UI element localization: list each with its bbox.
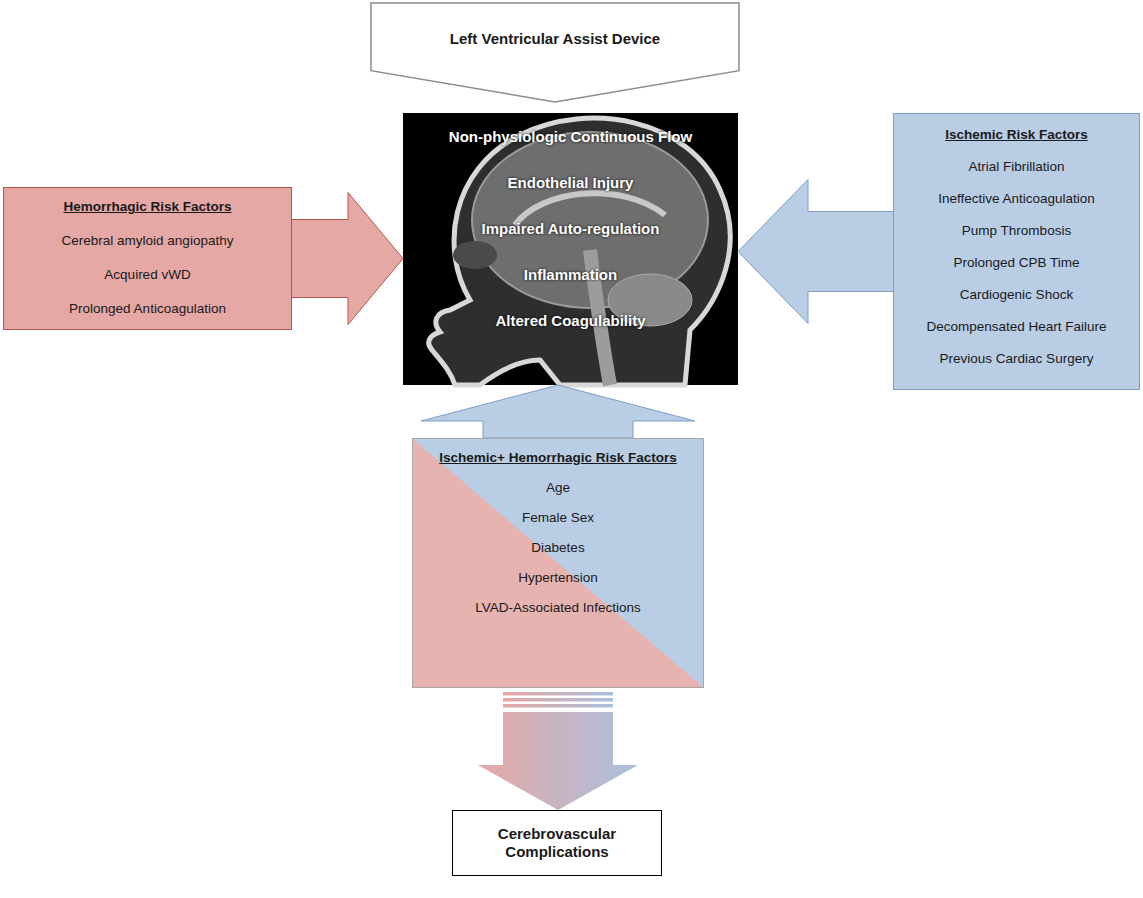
block-arrow	[291, 193, 403, 325]
box-text: Cerebrovascular Complications	[459, 825, 655, 861]
ischemic-box: Ischemic Risk FactorsAtrial Fibrillation…	[893, 113, 1140, 390]
box-heading: Hemorrhagic Risk Factors	[10, 198, 285, 216]
box-heading: Ischemic Risk Factors	[900, 126, 1133, 144]
outcome-arrow	[478, 692, 638, 810]
box-text: Diabetes	[419, 539, 697, 557]
brain-image-panel: Non-physiologic Continuous FlowEndotheli…	[403, 113, 738, 385]
pentagon-outline	[371, 3, 739, 102]
box-text: Ineffective Anticoagulation	[900, 190, 1133, 208]
box-text: Previous Cardiac Surgery	[900, 350, 1133, 368]
combined-arrow	[421, 385, 695, 438]
mechanism-label: Impaired Auto-regulation	[403, 219, 738, 239]
head-outline	[429, 118, 730, 385]
block-arrow	[738, 180, 894, 324]
arrow-stripe	[503, 698, 613, 702]
box-text: Decompensated Heart Failure	[900, 318, 1133, 336]
mechanism-label: Endothelial Injury	[403, 173, 738, 193]
box-text: Age	[419, 479, 697, 497]
box-heading: Ischemic+ Hemorrhagic Risk Factors	[419, 449, 697, 467]
arrow-stripe	[503, 704, 613, 708]
box-text: LVAD-Associated Infections	[419, 599, 697, 617]
mechanism-label: Non-physiologic Continuous Flow	[403, 127, 738, 147]
arrow-stripe	[503, 692, 613, 696]
box-text: Hypertension	[419, 569, 697, 587]
box-text: Pump Thrombosis	[900, 222, 1133, 240]
mechanism-label: Inflammation	[403, 265, 738, 285]
mri-background	[403, 113, 738, 385]
box-text: Acquired vWD	[10, 266, 285, 284]
mechanism-label: Altered Coagulability	[403, 311, 738, 331]
box-text: Atrial Fibrillation	[900, 158, 1133, 176]
box-text: Cerebral amyloid angiopathy	[10, 232, 285, 250]
combined-risk-box: Ischemic+ Hemorrhagic Risk FactorsAgeFem…	[412, 438, 704, 688]
box-text: Prolonged Anticoagulation	[10, 300, 285, 318]
ischemic-arrow	[738, 180, 894, 324]
block-arrow	[478, 712, 638, 810]
block-arrow	[421, 385, 695, 438]
box-text: Prolonged CPB Time	[900, 254, 1133, 272]
eye	[453, 241, 497, 269]
box-text: Cardiogenic Shock	[900, 286, 1133, 304]
pentagon-shape	[370, 2, 740, 103]
hemorrhagic-box: Hemorrhagic Risk FactorsCerebral amyloid…	[3, 187, 292, 330]
outcome-box: Cerebrovascular Complications	[452, 810, 662, 876]
box-text: Female Sex	[419, 509, 697, 527]
box-text: Left Ventricular Assist Device	[370, 30, 740, 48]
device-arrow-box: Left Ventricular Assist Device	[370, 2, 740, 103]
hemorrhagic-arrow	[291, 193, 403, 325]
